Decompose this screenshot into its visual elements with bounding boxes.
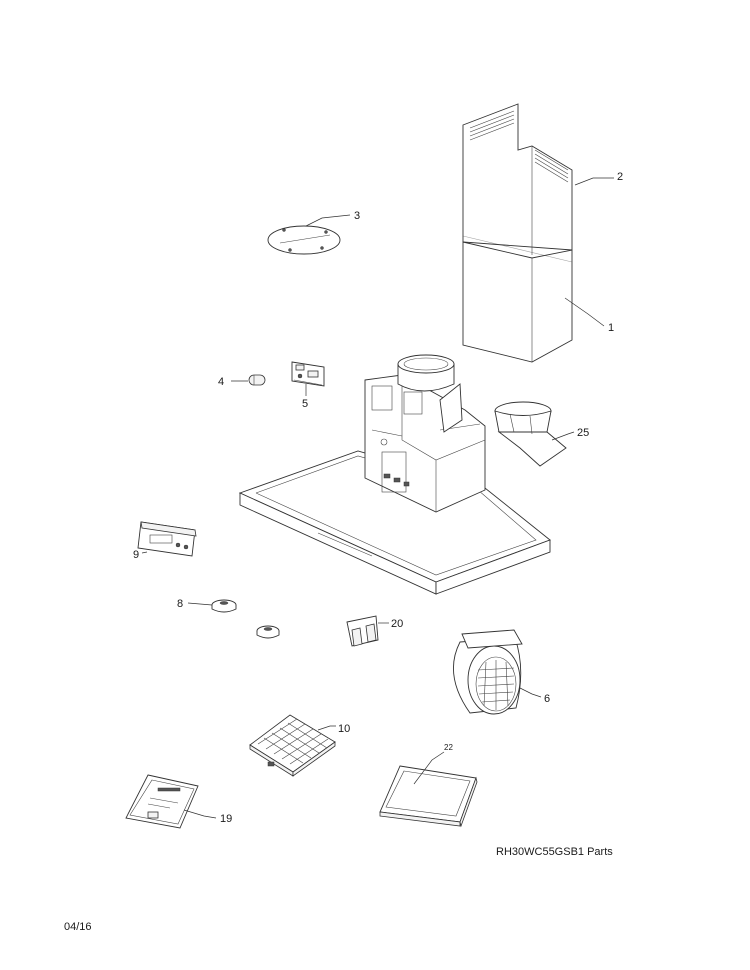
part-5-control-board xyxy=(291,361,325,387)
callout-19: 19 xyxy=(220,813,232,825)
part-3-mounting-bracket xyxy=(267,225,341,255)
part-25-duct-adapter xyxy=(494,401,567,467)
hood-body xyxy=(238,354,551,595)
part-19-hardware-kit xyxy=(125,774,199,829)
callout-1: 1 xyxy=(608,322,614,334)
callout-20: 20 xyxy=(391,618,403,630)
model-parts-caption: RH30WC55GSB1 Parts xyxy=(496,846,613,858)
callout-4: 4 xyxy=(218,376,224,388)
callout-25: 25 xyxy=(577,427,589,439)
part-20-bracket xyxy=(346,615,379,647)
part-4-light-bulb xyxy=(248,374,266,386)
callout-5: 5 xyxy=(302,398,308,410)
callout-9: 9 xyxy=(133,549,139,561)
part-22-charcoal-filter xyxy=(379,765,478,828)
date-code: 04/16 xyxy=(64,921,92,933)
part-1-lower-chimney xyxy=(462,235,573,363)
part-6-blower xyxy=(453,629,523,715)
callout-8: 8 xyxy=(177,598,183,610)
callout-3: 3 xyxy=(354,210,360,222)
callout-22: 22 xyxy=(444,743,453,752)
callout-10: 10 xyxy=(338,723,350,735)
part-9-control-panel xyxy=(137,521,197,557)
callout-2: 2 xyxy=(617,171,623,183)
part-8-lamp-holder-second xyxy=(256,625,280,639)
part-2-upper-chimney xyxy=(462,103,573,255)
callout-6: 6 xyxy=(544,693,550,705)
part-8-lamp-holder xyxy=(211,599,237,613)
part-10-grease-filter xyxy=(249,714,336,777)
